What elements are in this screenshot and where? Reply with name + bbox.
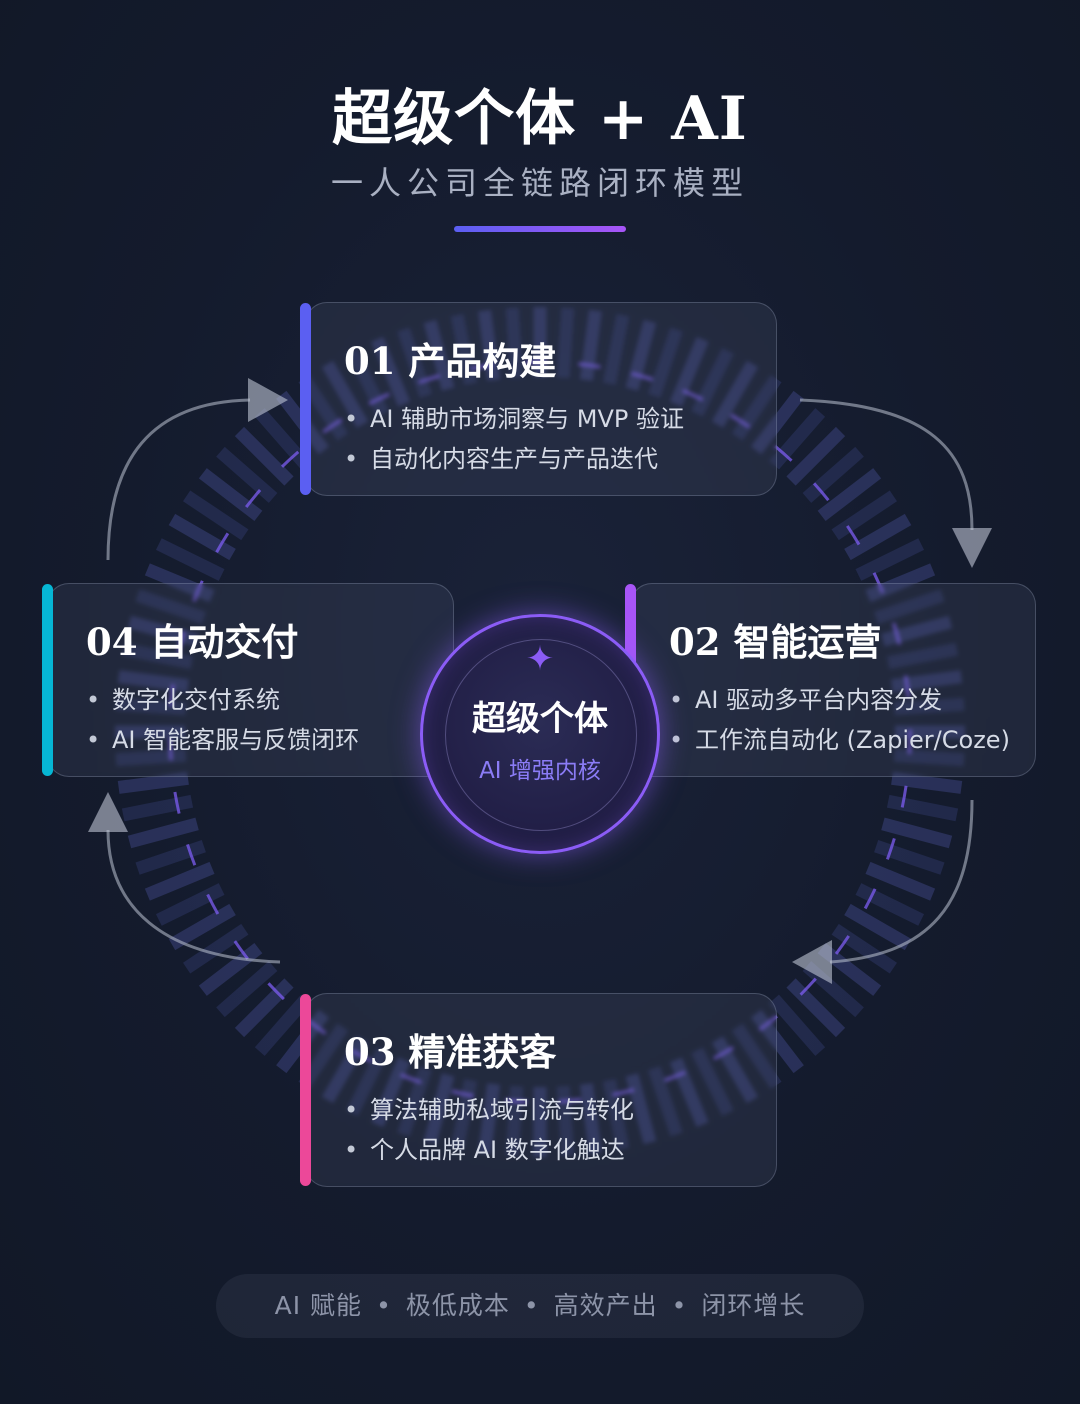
list-item: •算法辅助私域引流与转化: [344, 1096, 634, 1124]
ring-tick: [216, 446, 278, 503]
arrow-right-icon: [248, 378, 288, 422]
card-auto-delivery: 04 自动交付 •数字化交付系统 •AI 智能客服与反馈闭环: [42, 583, 454, 777]
flow-arrow-1-to-2: [799, 398, 974, 531]
ring-tick: [855, 883, 925, 926]
card-title: 02 智能运营: [669, 620, 882, 664]
ring-tick: [769, 408, 826, 470]
ring-tick: [234, 978, 294, 1038]
center-title: 超级个体: [472, 699, 608, 739]
center-subtitle: AI 增强内核: [479, 758, 601, 784]
ring-tick: [144, 861, 215, 901]
ring-tick: [855, 538, 925, 581]
card-title: 03 精准获客: [344, 1030, 557, 1074]
arrow-left-icon: [792, 940, 832, 984]
sparkle-icon: ✦: [525, 639, 555, 679]
footer-separator: •: [523, 1291, 540, 1320]
ring-tick: [216, 961, 278, 1018]
ring-tick: [254, 994, 311, 1056]
flow-arrow-4-to-1: [106, 398, 251, 561]
flow-arrow-2-to-3: [829, 799, 974, 964]
ring-tick: [786, 426, 846, 486]
footer-separator: •: [376, 1291, 392, 1320]
ring-tick: [254, 408, 311, 470]
ring-tick: [183, 490, 249, 541]
list-item: •工作流自动化 (Zapier/Coze): [669, 726, 1010, 754]
arrow-down-icon: [952, 528, 992, 568]
center-core: ✦ 超级个体 AI 增强内核: [420, 614, 660, 854]
ring-tick: [135, 839, 206, 875]
card-smart-operation: 02 智能运营 •AI 驱动多平台内容分发 •工作流自动化 (Zapier/Co…: [625, 583, 1036, 777]
card-item-list: •算法辅助私域引流与转化 •个人品牌 AI 数字化触达: [344, 1090, 634, 1170]
list-item: •AI 驱动多平台内容分发: [669, 686, 943, 714]
ring-tick: [802, 446, 864, 503]
card-item-list: •数字化交付系统 •AI 智能客服与反馈闭环: [86, 680, 359, 760]
ring-tick: [769, 994, 826, 1056]
arrow-up-icon: [88, 792, 128, 832]
footer-tag: 闭环增长: [701, 1291, 806, 1320]
ring-tick: [121, 794, 194, 822]
card-product-build: 01 产品构建 •AI 辅助市场洞察与 MVP 验证 •自动化内容生产与产品迭代: [300, 302, 777, 496]
ring-tick: [168, 513, 236, 561]
card-item-list: •AI 驱动多平台内容分发 •工作流自动化 (Zapier/Coze): [669, 680, 1010, 760]
footer-tag-bar: AI 赋能 • 极低成本 • 高效产出 • 闭环增长: [216, 1274, 864, 1338]
card-title: 01 产品构建: [344, 339, 557, 383]
footer-tag: 极低成本: [405, 1291, 510, 1320]
card-title: 04 自动交付: [86, 620, 299, 664]
ring-tick: [168, 903, 236, 951]
list-item: •AI 智能客服与反馈闭环: [86, 726, 360, 754]
ring-tick: [865, 861, 936, 901]
flow-arrow-3-to-4: [106, 829, 281, 964]
ring-tick: [817, 468, 882, 522]
list-item: •自动化内容生产与产品迭代: [344, 445, 658, 473]
ring-tick: [183, 923, 249, 974]
footer-tag: AI 赋能: [274, 1291, 363, 1320]
card-precise-acquisition: 03 精准获客 •算法辅助私域引流与转化 •个人品牌 AI 数字化触达: [300, 993, 777, 1187]
ring-tick: [844, 903, 912, 951]
ring-tick: [831, 490, 897, 541]
ring-tick: [881, 817, 953, 849]
page-title: 超级个体 + AI: [332, 84, 748, 154]
ring-tick: [127, 817, 199, 849]
ring-tick: [831, 923, 897, 974]
card-accent-bar: [300, 303, 311, 495]
card-accent-bar: [42, 584, 53, 776]
ring-tick: [786, 978, 846, 1038]
ring-tick: [117, 771, 189, 794]
center-inner-ring: [445, 639, 637, 831]
ring-tick: [155, 883, 225, 926]
ring-tick: [891, 771, 963, 794]
list-item: •数字化交付系统: [86, 686, 280, 714]
ring-tick: [198, 942, 263, 996]
ring-tick: [155, 538, 225, 581]
title-underline: [454, 226, 626, 232]
page-subtitle: 一人公司全链路闭环模型: [330, 164, 749, 202]
ring-tick: [886, 794, 959, 822]
ring-tick: [844, 513, 912, 561]
list-item: •AI 辅助市场洞察与 MVP 验证: [344, 405, 684, 433]
footer-tag: 高效产出: [553, 1291, 658, 1320]
list-item: •个人品牌 AI 数字化触达: [344, 1136, 625, 1164]
ring-tick: [198, 468, 263, 522]
ring-tick: [234, 426, 294, 486]
card-item-list: •AI 辅助市场洞察与 MVP 验证 •自动化内容生产与产品迭代: [344, 399, 684, 479]
card-accent-bar: [300, 994, 311, 1186]
footer-separator: •: [671, 1291, 688, 1320]
ring-tick: [874, 839, 945, 875]
